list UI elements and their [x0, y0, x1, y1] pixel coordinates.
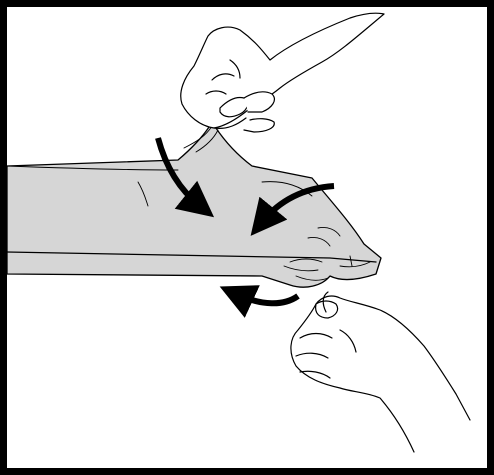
upper-hand — [180, 12, 385, 133]
fold-arrow-right — [250, 183, 335, 236]
fold-arrow-bottom — [219, 285, 300, 318]
lower-hand — [290, 291, 471, 453]
fold-arrow-left — [155, 137, 215, 218]
fold-arrows — [155, 137, 335, 318]
